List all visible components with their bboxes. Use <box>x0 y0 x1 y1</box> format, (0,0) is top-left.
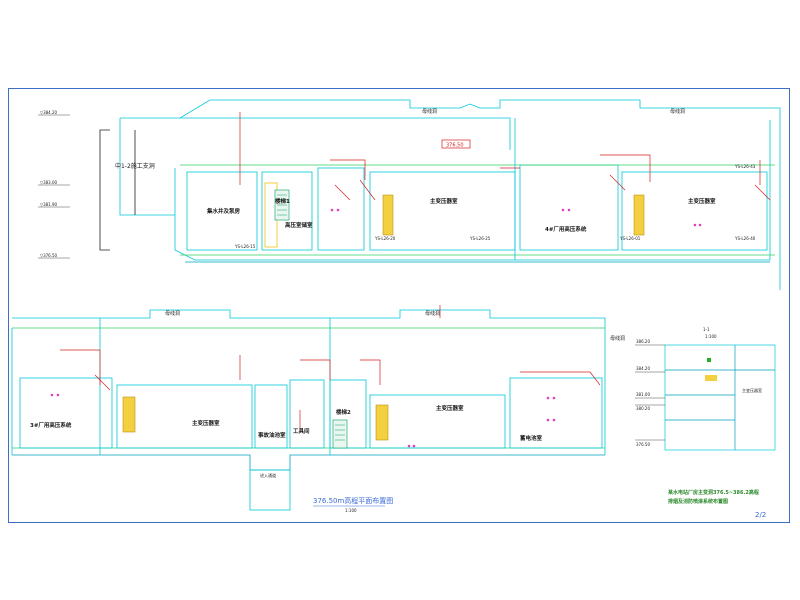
room-hv: 高压室储室 <box>285 221 313 229</box>
bottom-fire-pipes <box>60 305 601 430</box>
elevation-box-label: 376.50 <box>446 143 464 149</box>
stair1-label: 楼梯1 <box>275 197 290 205</box>
section-room: 主变压器室 <box>742 387 762 393</box>
stair-2 <box>332 419 348 449</box>
room-shaft: 进入通道 <box>260 472 276 478</box>
room-main-transformer-2: 主变压器室 <box>688 197 716 205</box>
section-title: 1-1 <box>703 327 710 332</box>
level-3: 381.00 <box>636 392 650 397</box>
level-1: 386.20 <box>636 339 650 344</box>
level-2: 384.20 <box>636 366 650 371</box>
level-4: 380.20 <box>636 406 650 411</box>
tag-3: YS-L26-25 <box>469 236 491 241</box>
sprinkler-markers-top <box>330 208 702 227</box>
elev-mark-3: ▽381.90 <box>40 202 58 207</box>
tag-6: YS-L26-43 <box>734 164 756 169</box>
room-battery: 蓄电池室 <box>520 434 543 442</box>
room-pump: 集水井及泵房 <box>206 207 241 215</box>
corridor-bottom-2: 母线洞 <box>425 310 440 317</box>
room-fire-equipment: 事故油池室 <box>258 431 286 439</box>
level-5: 376.50 <box>636 442 650 447</box>
construction-branch-label: 中1-2施工支洞 <box>115 162 155 170</box>
room-main-transformer-3: 主变压器室 <box>192 419 220 427</box>
top-fire-pipes <box>239 112 771 201</box>
bottom-section <box>11 309 606 511</box>
elevation-box <box>441 139 471 149</box>
tag-1: YS-L26-15 <box>234 244 256 249</box>
sprinkler-markers-bottom <box>50 393 556 448</box>
tag-5: YS-L26-40 <box>734 236 756 241</box>
room-main-transformer-1: 主变压器室 <box>430 197 458 205</box>
room-plant3: 3#厂用高压系统 <box>30 421 72 429</box>
section-scale: 1:100 <box>705 334 717 339</box>
title-sheet: 2/2 <box>755 511 766 519</box>
elev-mark-4: ▽376.50 <box>40 253 58 258</box>
plan-title: 376.50m高程平面布置图 <box>313 496 393 505</box>
section-marker-green <box>707 358 711 362</box>
top-section <box>99 99 781 290</box>
tag-2: YS-L26-20 <box>374 236 396 241</box>
elev-mark-2: ▽383.00 <box>40 180 58 185</box>
plan-scale: 1:100 <box>345 508 357 513</box>
transformer-yellow-1 <box>382 194 394 236</box>
room-main-transformer-4: 主变压器室 <box>436 404 464 412</box>
drawing-frame <box>8 88 790 523</box>
tag-4: YS-L26-01 <box>619 236 641 241</box>
transformer-yellow-4 <box>375 404 389 441</box>
corridor-top-1: 母线洞 <box>422 108 437 115</box>
section-marker-yellow <box>705 375 717 381</box>
title-line-1: 某水电站厂房主变洞376.5~386.2高程 <box>667 489 759 496</box>
room-tools: 工具间 <box>293 427 310 435</box>
corridor-bottom-1: 母线洞 <box>165 310 180 317</box>
room-plant4: 4#厂用高压系统 <box>545 225 587 233</box>
transformer-yellow-3 <box>122 396 136 433</box>
corridor-bottom-3: 母线洞 <box>610 335 625 342</box>
section-view <box>635 344 776 451</box>
elev-mark-1: ▽384.20 <box>40 110 58 115</box>
stair2-label: 楼梯2 <box>336 408 351 416</box>
corridor-top-2: 母线洞 <box>670 108 685 115</box>
title-line-2: 排烟及消防喷淋系统布置图 <box>668 498 728 505</box>
transformer-yellow-2 <box>633 194 645 236</box>
